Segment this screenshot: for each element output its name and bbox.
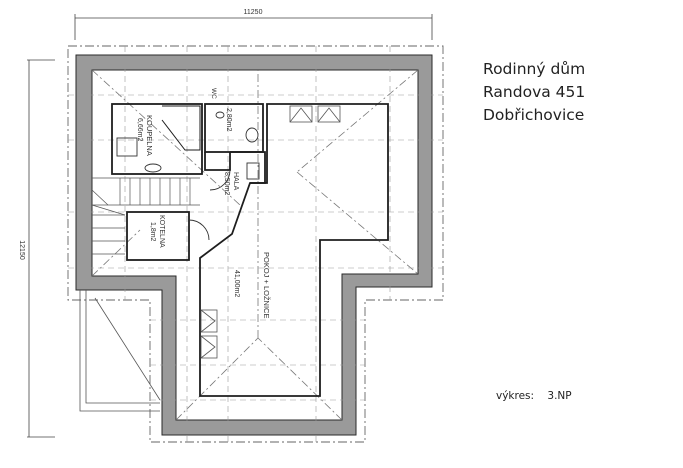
svg-text:HALA: HALA [232,172,239,191]
roof-hips [91,69,419,421]
roof-grid [68,46,443,442]
drawing-label-value: 3.NP [547,390,572,402]
staircase [91,177,200,255]
roof-outline [67,45,444,443]
title-line-address: Randova 451 [483,83,586,101]
room-label-pokoj: POKOJ + LOŽNICE 41,00m2 [233,252,271,318]
washbasin-icon [144,163,162,173]
svg-text:41,00m2: 41,00m2 [233,270,240,297]
drawing-label-key: výkres: [496,390,535,402]
drawing-label: výkres: 3.NP [496,390,582,402]
svg-text:1,8m2: 1,8m2 [149,222,156,242]
door-swing-icon [209,169,231,191]
svg-text:8,50m2: 8,50m2 [223,172,230,195]
svg-text:2,80m2: 2,80m2 [225,108,232,131]
dimension-vertical [27,59,55,438]
fixtures [116,111,260,241]
toilet-icon [245,127,259,143]
room-label-hala: HALA 8,50m2 [223,172,239,195]
interior-walls [111,103,389,397]
svg-text:POKOJ + LOŽNICE: POKOJ + LOŽNICE [262,252,271,318]
svg-text:WC: WC [210,88,217,99]
skylights [200,105,341,359]
wc-basin-icon [215,111,225,119]
svg-text:KOUPELNA: KOUPELNA [145,115,154,156]
dimension-vertical-label: 12150 [18,240,25,260]
dimension-horizontal [74,14,433,40]
title-line-town: Dobřichovice [483,106,585,124]
title-block: Rodinný dům Randova 451 Dobřichovice [483,58,585,127]
room-label-kotelna: KOTELNA 1,8m2 [149,215,165,248]
door-swing-icon [188,219,210,241]
terrace [79,290,161,412]
exterior-wall [75,54,433,436]
room-label-koupelna: KOUPELNA 6,66m2 [136,115,154,156]
svg-text:KOTELNA: KOTELNA [158,215,165,248]
dimension-horizontal-label: 11250 [244,9,263,16]
svg-text:6,66m2: 6,66m2 [136,118,143,141]
title-line-house: Rodinný dům [483,60,586,78]
room-label-wc: WC 2,80m2 [210,88,232,131]
